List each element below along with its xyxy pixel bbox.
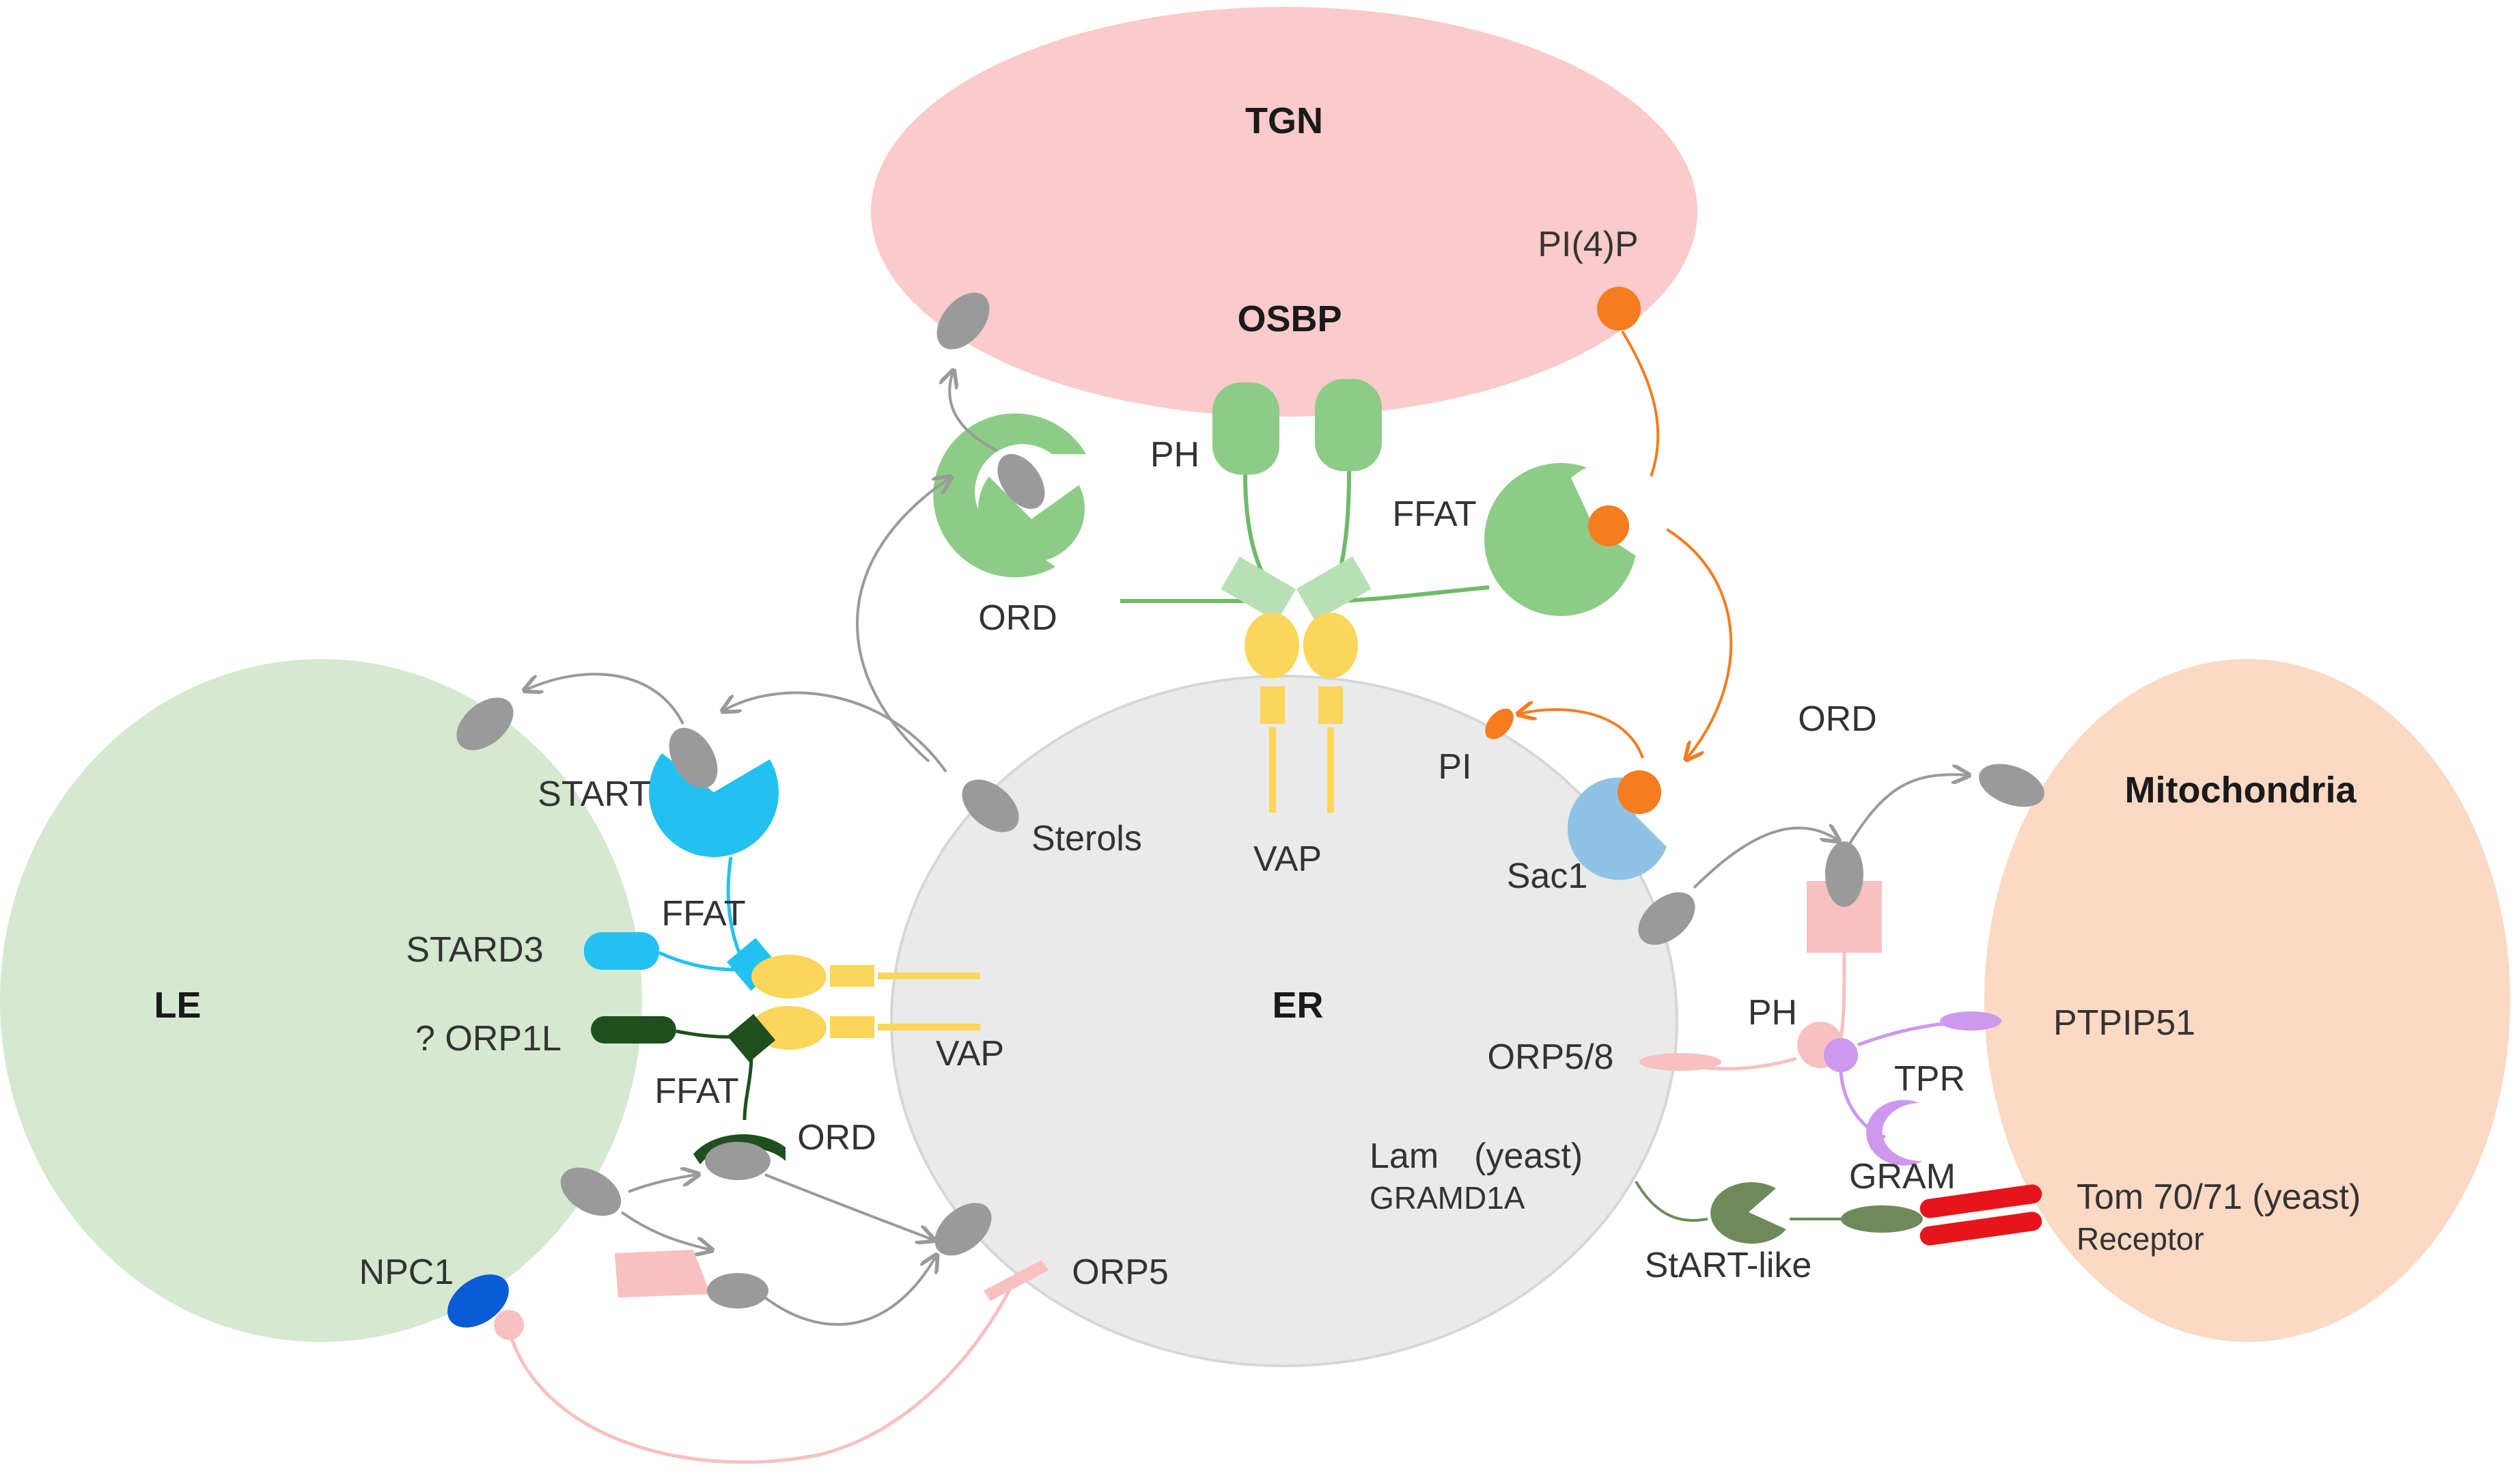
start-like-label: StART-like	[1645, 1246, 1812, 1285]
orp58-er-anchor	[1639, 1053, 1721, 1071]
ph-mito-label: PH	[1748, 993, 1797, 1033]
start-like-domain	[1710, 1182, 1786, 1244]
gramd1a-label: GRAMD1A	[1370, 1180, 1525, 1216]
sac1	[1567, 777, 1667, 880]
orp1l-ffat-motif	[727, 1013, 776, 1063]
er-to-orp58-arrow	[1693, 828, 1837, 889]
sterol-mito	[1979, 764, 2044, 807]
ptpip51-label: PTPIP51	[2053, 1003, 2195, 1043]
sterol-le-top	[456, 697, 514, 751]
sterol-le-mid	[560, 1167, 622, 1216]
er-organelle	[890, 675, 1678, 1367]
tom-label: Tom 70/71 (yeast)	[2077, 1177, 2361, 1217]
le-title: LE	[154, 985, 201, 1026]
sterol-er-bottom	[934, 1203, 992, 1256]
mitochondria-organelle	[1984, 659, 2510, 1342]
orp1l-label: ? ORP1L	[415, 1019, 561, 1059]
start-label: START	[538, 774, 651, 814]
orp58-label: ORP5/8	[1488, 1037, 1614, 1077]
vap-top-right-head	[1303, 613, 1358, 678]
er-title: ER	[1272, 985, 1323, 1026]
pi4p-label: PI(4)P	[1538, 225, 1638, 264]
gram-label: GRAM	[1849, 1157, 1956, 1196]
osbp-ord-left	[933, 413, 1086, 578]
ffat-stard3-label: FFAT	[661, 894, 745, 934]
osbp-ffat-left	[1221, 557, 1296, 622]
orp5-label: ORP5	[1072, 1252, 1169, 1292]
sterol-in-ord-top-left	[997, 453, 1045, 509]
vap-left-label: VAP	[936, 1034, 1004, 1074]
mitochondria-title: Mitochondria	[2125, 770, 2357, 811]
sterol-er	[962, 779, 1019, 832]
ord-to-tgn-arrow	[949, 372, 998, 452]
osbp-label: OSBP	[1237, 298, 1342, 339]
orp5-er-anchor	[984, 1260, 1049, 1301]
osbp-ffat-right	[1296, 556, 1372, 621]
ord-le-label: ORD	[797, 1118, 876, 1158]
tpr-label: TPR	[1894, 1059, 1965, 1099]
npc1	[447, 1274, 509, 1328]
sac1-to-pi-arrow	[1520, 710, 1644, 759]
ffat-orp1l-label: FFAT	[654, 1072, 738, 1111]
tgn-title: TGN	[1245, 100, 1323, 141]
osbp-ph-domain-right	[1315, 379, 1382, 471]
orp58-ord	[1807, 881, 1882, 953]
osbp-ph-domain-left	[1212, 382, 1279, 475]
sterol-tgn	[936, 292, 990, 350]
pi-dot	[1485, 708, 1514, 740]
ptpip51-anchor	[1940, 1011, 2001, 1031]
sterol-in-orp58	[1825, 841, 1863, 907]
ord-to-sac1-arrow	[1665, 528, 1733, 758]
pi4p-in-ord	[1588, 505, 1629, 546]
vap-left-top-head	[751, 955, 827, 998]
sterols-label: Sterols	[1031, 819, 1142, 858]
ord-mito-label: ORD	[1798, 699, 1877, 739]
orp1l-ord	[693, 1134, 786, 1164]
vap-top-label: VAP	[1253, 839, 1322, 879]
er-to-start-arrow	[724, 691, 947, 773]
orp5-body	[615, 1250, 710, 1298]
sterol-in-start	[669, 727, 718, 789]
tom-receptor-lower	[1919, 1212, 2042, 1246]
ord-to-mito-arrow	[1846, 774, 1967, 848]
ord-top-label: ORD	[978, 598, 1057, 638]
pi4p-to-ord-arrow	[1621, 330, 1660, 495]
tom-receptor-upper	[1919, 1184, 2042, 1218]
pi4p-in-sac1	[1618, 770, 1661, 814]
lam-label: Lam (yeast)	[1370, 1136, 1583, 1176]
sterol-in-orp1l	[705, 1142, 770, 1180]
le-organelle	[0, 659, 642, 1342]
gram-domain	[1841, 1205, 1923, 1233]
er-to-ord-arrow	[856, 478, 949, 763]
vap-top-left-head	[1245, 613, 1299, 678]
orp5-linker	[503, 1286, 1013, 1464]
sac1-label: Sac1	[1507, 856, 1588, 896]
tgn-organelle	[871, 7, 1697, 417]
lam-linker	[1635, 1180, 1708, 1222]
sterol-in-orp5	[707, 1273, 768, 1308]
ph-top-label: PH	[1150, 435, 1199, 475]
start-to-le-arrow	[526, 673, 684, 725]
stard3-anchor	[584, 932, 659, 970]
npc1-label: NPC1	[359, 1252, 454, 1292]
sterol-er-right	[1638, 892, 1695, 945]
pi4p-dot	[1597, 287, 1641, 331]
ptpip51-tpr-node	[1824, 1038, 1858, 1072]
pi-label: PI	[1438, 747, 1471, 787]
orp1l-anchor	[591, 1016, 676, 1044]
tpr-domain	[1866, 1100, 1923, 1166]
stard3-label: STARD3	[406, 930, 543, 970]
ffat-top-label: FFAT	[1392, 494, 1476, 534]
receptor-label: Receptor	[2077, 1221, 2204, 1257]
